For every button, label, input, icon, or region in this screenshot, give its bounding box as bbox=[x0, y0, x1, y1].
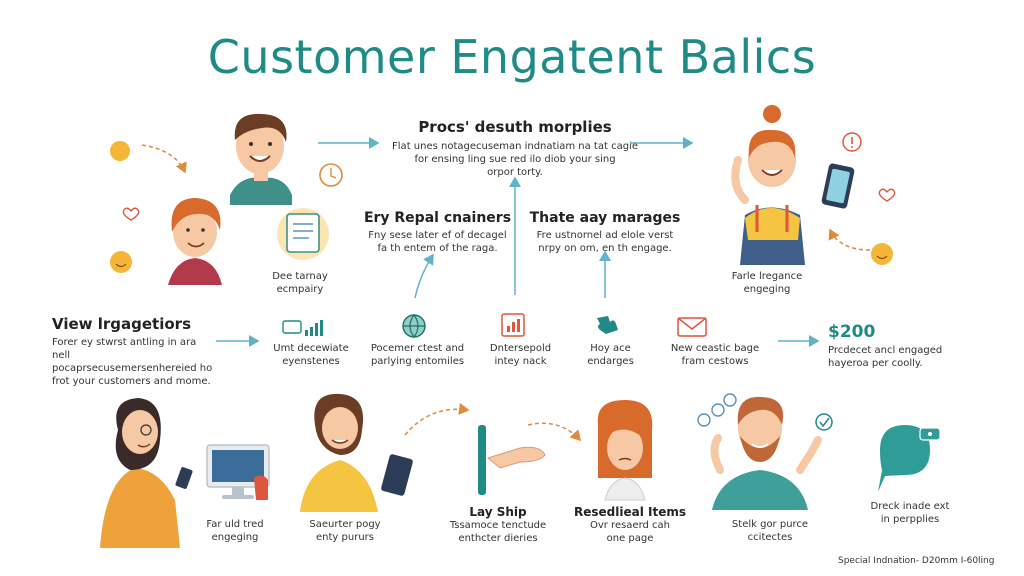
right-person-caption: Farle lregance engeging bbox=[731, 271, 803, 295]
woman-tablet-avatar bbox=[300, 393, 413, 512]
row-item-globe: Pocemer ctest and parlying entomiles bbox=[370, 343, 465, 367]
alert-icon bbox=[842, 132, 862, 152]
woman-with-phone-avatar bbox=[731, 105, 855, 265]
view-line: Forer ey stwrst antling in ara nell bbox=[52, 337, 197, 361]
arrow-curve bbox=[414, 253, 434, 299]
mail-icon bbox=[677, 317, 707, 337]
view-section: View lrgagetiors Forer ey stwrst antling… bbox=[52, 315, 217, 388]
dashed-arrow bbox=[527, 422, 582, 442]
man-avatar bbox=[230, 113, 292, 205]
dashed-arrow bbox=[141, 144, 187, 174]
price-line: hayeroa per coolly. bbox=[828, 358, 923, 369]
view-heading: View lrgagetiors bbox=[52, 315, 191, 333]
bearded-man-avatar bbox=[697, 393, 833, 510]
mid-right-heading: Thate aay marages bbox=[529, 210, 681, 226]
mid-left-heading: Ery Repal cnainers bbox=[363, 210, 512, 226]
mid-left-section: Ery Repal cnainers Fny sese later ef of … bbox=[355, 210, 520, 255]
view-line: frot your customers and mome. bbox=[52, 376, 211, 387]
clock-icon bbox=[319, 163, 343, 187]
woman-orange-hair-avatar bbox=[597, 400, 653, 501]
mid-right-line: Fre ustnornel ad elole verst bbox=[536, 230, 674, 241]
top-center-line: for ensing ling sue red ilo diob your si… bbox=[414, 154, 616, 165]
mid-left-line: Fny sese later ef of decagel bbox=[368, 230, 507, 241]
smiley-icon bbox=[871, 243, 893, 265]
row-item-chart: Umt decewiate eyenstenes bbox=[273, 343, 349, 367]
top-center-line: orpor torty. bbox=[487, 167, 543, 178]
bottom-caption: Lay Ship Tssamoce tenctude enthcter dier… bbox=[449, 505, 547, 545]
clipboard-icon bbox=[277, 208, 329, 260]
heart-icon bbox=[878, 188, 896, 202]
smiley-icon bbox=[110, 251, 132, 273]
view-line: pocaprsecusemersenhereied ho bbox=[52, 363, 213, 374]
woman-avatar bbox=[168, 198, 222, 285]
left-person-caption: Dee tarnay ecmpairy bbox=[272, 271, 328, 295]
monitor-icon bbox=[206, 444, 270, 500]
woman-glasses-avatar bbox=[100, 398, 193, 548]
row-item-document: Dntersepold intey nack bbox=[489, 343, 552, 367]
puzzle-icon bbox=[597, 316, 618, 334]
bottom-caption: Resedlieal Items Ovr resaerd cah one pag… bbox=[574, 505, 686, 545]
globe-icon bbox=[402, 314, 426, 339]
row-item-mail: New ceastic bage fram cestows bbox=[670, 343, 760, 367]
dashed-arrow bbox=[828, 228, 871, 251]
price-section: $200 Prcdecet ancl engaged hayeroa per c… bbox=[828, 322, 948, 370]
sun-dot-icon bbox=[110, 141, 130, 161]
price-line: Prcdecet ancl engaged bbox=[828, 345, 943, 356]
bottom-caption: Dreck inade ext in perpplies bbox=[870, 501, 950, 525]
heart-icon bbox=[122, 207, 140, 221]
bottom-caption: Stelk gor purce ccitectes bbox=[731, 519, 809, 543]
mid-left-line: fa th entem of the raga. bbox=[377, 243, 498, 254]
speech-bubble-icon bbox=[878, 425, 941, 492]
hand-reach-icon bbox=[478, 425, 546, 495]
footer-note: Special Indnation- D20mm I-60ling bbox=[838, 556, 995, 566]
top-center-section: Procs' desuth morplies Flat unes notagec… bbox=[380, 118, 650, 179]
chart-icon bbox=[282, 320, 323, 336]
page-title: Customer Engatent Balics bbox=[207, 30, 817, 84]
bottom-caption: Far uld tred engeging bbox=[206, 519, 264, 543]
dashed-arrow bbox=[404, 402, 470, 436]
bottom-caption: Saeurter pogy enty pururs bbox=[309, 519, 381, 543]
top-center-heading: Procs' desuth morplies bbox=[418, 118, 612, 136]
top-center-line: Flat unes notagecuseman indnatiam na tat… bbox=[392, 141, 638, 152]
price-value: $200 bbox=[828, 322, 876, 342]
row-item-puzzle: Hoy ace endarges bbox=[587, 343, 634, 367]
document-icon bbox=[501, 313, 525, 337]
mid-right-section: Thate aay marages Fre ustnornel ad elole… bbox=[525, 210, 685, 255]
mid-right-line: nrpy on om, en th engage. bbox=[538, 243, 672, 254]
